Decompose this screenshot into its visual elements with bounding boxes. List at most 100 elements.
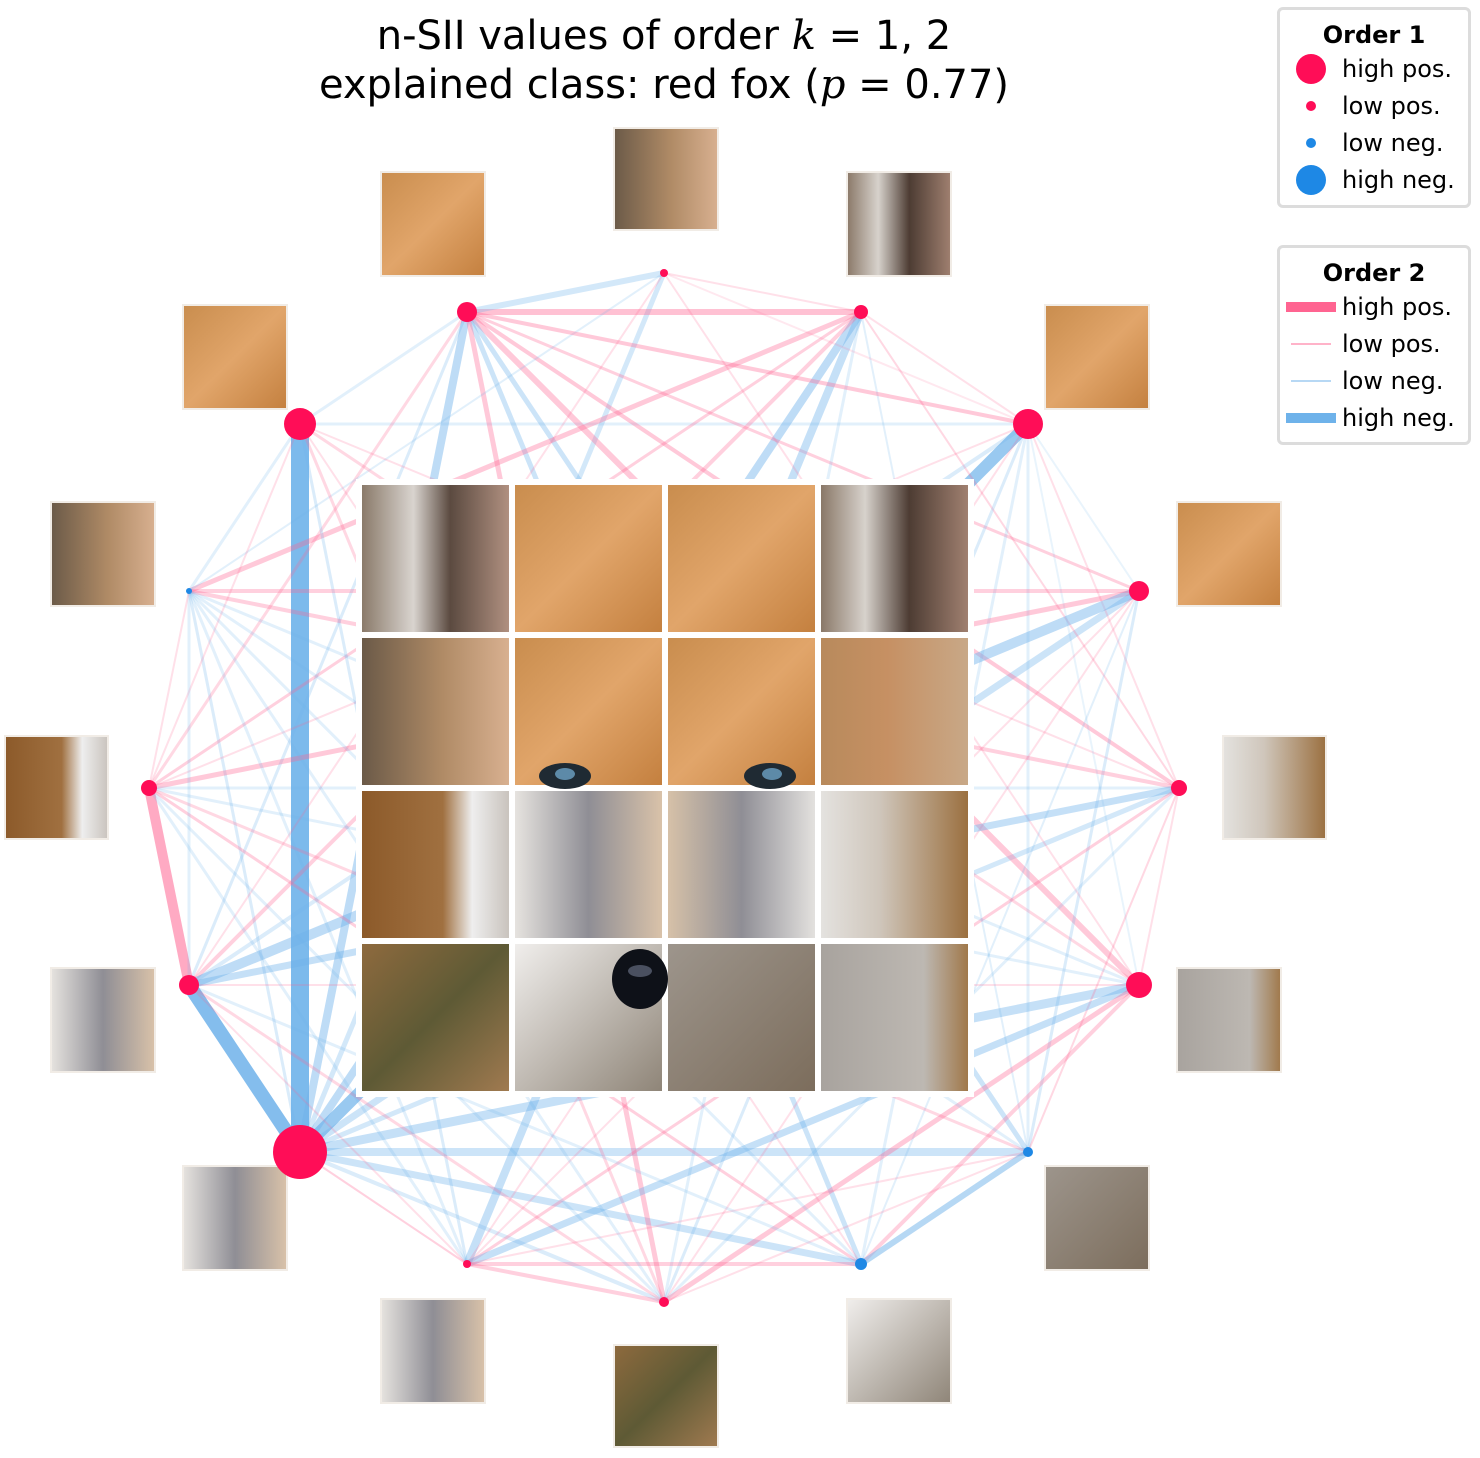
legend-item: low neg. xyxy=(1280,362,1468,399)
interaction-edge xyxy=(1027,787,1180,1153)
legend-label: high pos. xyxy=(1342,54,1453,83)
interaction-edge xyxy=(860,311,1029,425)
legend-title: Order 2 xyxy=(1322,259,1426,287)
interaction-edge xyxy=(466,1262,665,1304)
legend-label: high pos. xyxy=(1342,292,1453,321)
player-node-10 xyxy=(273,1125,327,1179)
image-patch-6 xyxy=(1044,1165,1150,1271)
interaction-edge xyxy=(299,310,468,426)
interaction-edge xyxy=(299,1151,468,1265)
player-node-5 xyxy=(1126,972,1152,998)
interaction-edge xyxy=(183,981,306,1156)
player-node-12 xyxy=(141,780,157,796)
interaction-edge xyxy=(188,983,665,1304)
legend-label: high neg. xyxy=(1342,165,1455,194)
center-image-cell xyxy=(515,791,662,938)
legend-item: high neg. xyxy=(1280,399,1468,436)
center-image-cell xyxy=(821,485,968,632)
interaction-edge xyxy=(1138,787,1180,986)
legend-label: low pos. xyxy=(1342,91,1441,120)
interaction-edge xyxy=(859,983,1141,1266)
title-line-1: n-SII values of order k = 1, 2 xyxy=(376,13,952,59)
fox-nose-highlight xyxy=(628,965,652,977)
player-node-15 xyxy=(457,302,477,322)
center-image-cell xyxy=(362,485,509,632)
dot-marker-icon xyxy=(1306,100,1316,111)
center-image-cell xyxy=(668,791,815,938)
player-node-11 xyxy=(179,975,199,995)
legend-item: low pos. xyxy=(1280,325,1468,362)
interaction-edge xyxy=(1026,590,1141,1153)
legend-label: high neg. xyxy=(1342,403,1455,432)
center-image-cell xyxy=(668,485,815,632)
player-node-7 xyxy=(855,1258,867,1270)
fox-eye-right-iris xyxy=(762,768,782,780)
player-node-4 xyxy=(1171,780,1187,796)
player-node-3 xyxy=(1129,581,1149,601)
interaction-edge xyxy=(299,1148,862,1268)
interaction-edge xyxy=(148,590,190,789)
interaction-edge xyxy=(1027,423,1180,789)
player-node-14 xyxy=(284,408,316,440)
line-marker-icon xyxy=(1286,301,1336,312)
legend-order-1: Order 1 high pos. low pos. low neg. high ne… xyxy=(1277,7,1471,208)
image-patch-14 xyxy=(182,304,288,410)
center-image-cell xyxy=(821,791,968,938)
image-patch-7 xyxy=(846,1298,952,1404)
line-marker-icon xyxy=(1286,412,1336,423)
legend-title: Order 1 xyxy=(1322,21,1426,49)
player-node-2 xyxy=(1013,409,1043,439)
dot-marker-icon xyxy=(1306,137,1316,148)
legend-item: high pos. xyxy=(1280,50,1468,87)
center-image-cell xyxy=(515,485,662,632)
interaction-edge xyxy=(663,1151,1029,1303)
center-image-cell xyxy=(362,944,509,1091)
image-patch-12 xyxy=(4,735,109,840)
interaction-edge xyxy=(187,590,302,1153)
center-image-cell xyxy=(362,791,509,938)
title-line-2: explained class: red fox (p = 0.77) xyxy=(318,62,1010,108)
player-node-8 xyxy=(659,1297,669,1307)
dot-marker-icon xyxy=(1296,53,1326,84)
image-patch-3 xyxy=(1176,501,1282,607)
center-image-cell xyxy=(668,638,815,785)
legend-item: low pos. xyxy=(1280,87,1468,124)
interaction-edge xyxy=(187,423,302,592)
image-patch-11 xyxy=(50,967,156,1073)
image-patch-4 xyxy=(1222,735,1327,840)
legend-label: low pos. xyxy=(1342,329,1441,358)
interaction-edge xyxy=(465,981,1141,1268)
legend-order-2: Order 2 high pos. low pos. low neg. high ne… xyxy=(1277,245,1471,445)
legend-item: low neg. xyxy=(1280,124,1468,161)
interaction-edge xyxy=(466,310,1140,593)
interaction-edge xyxy=(662,982,1141,1305)
image-patch-9 xyxy=(380,1298,486,1404)
interaction-edge xyxy=(188,983,862,1266)
interaction-edge xyxy=(466,270,665,315)
center-image-cell xyxy=(821,638,968,785)
line-marker-icon xyxy=(1291,342,1331,345)
interaction-edge xyxy=(860,311,1180,789)
image-patch-2 xyxy=(1044,304,1150,410)
figure-title: n-SII values of order k = 1, 2 explained… xyxy=(0,12,1328,110)
interaction-edge xyxy=(147,787,469,1265)
interaction-edge xyxy=(1027,423,1140,592)
interaction-edge xyxy=(147,311,469,789)
player-node-9 xyxy=(463,1260,471,1268)
interaction-edge xyxy=(144,787,194,986)
interaction-edge xyxy=(148,423,301,789)
legend-label: low neg. xyxy=(1342,128,1444,157)
image-patch-0 xyxy=(613,127,719,231)
image-patch-10 xyxy=(182,1165,288,1271)
image-patch-8 xyxy=(613,1344,719,1448)
center-image-cell xyxy=(362,638,509,785)
image-patch-5 xyxy=(1176,967,1282,1073)
interaction-edge xyxy=(187,590,469,1265)
image-patch-15 xyxy=(380,171,486,277)
legend-item: high neg. xyxy=(1280,161,1468,198)
interaction-edge xyxy=(466,1151,1029,1265)
fox-eye-left-iris xyxy=(555,768,575,780)
fox-nose xyxy=(612,949,668,1009)
interaction-edge xyxy=(1027,423,1140,986)
